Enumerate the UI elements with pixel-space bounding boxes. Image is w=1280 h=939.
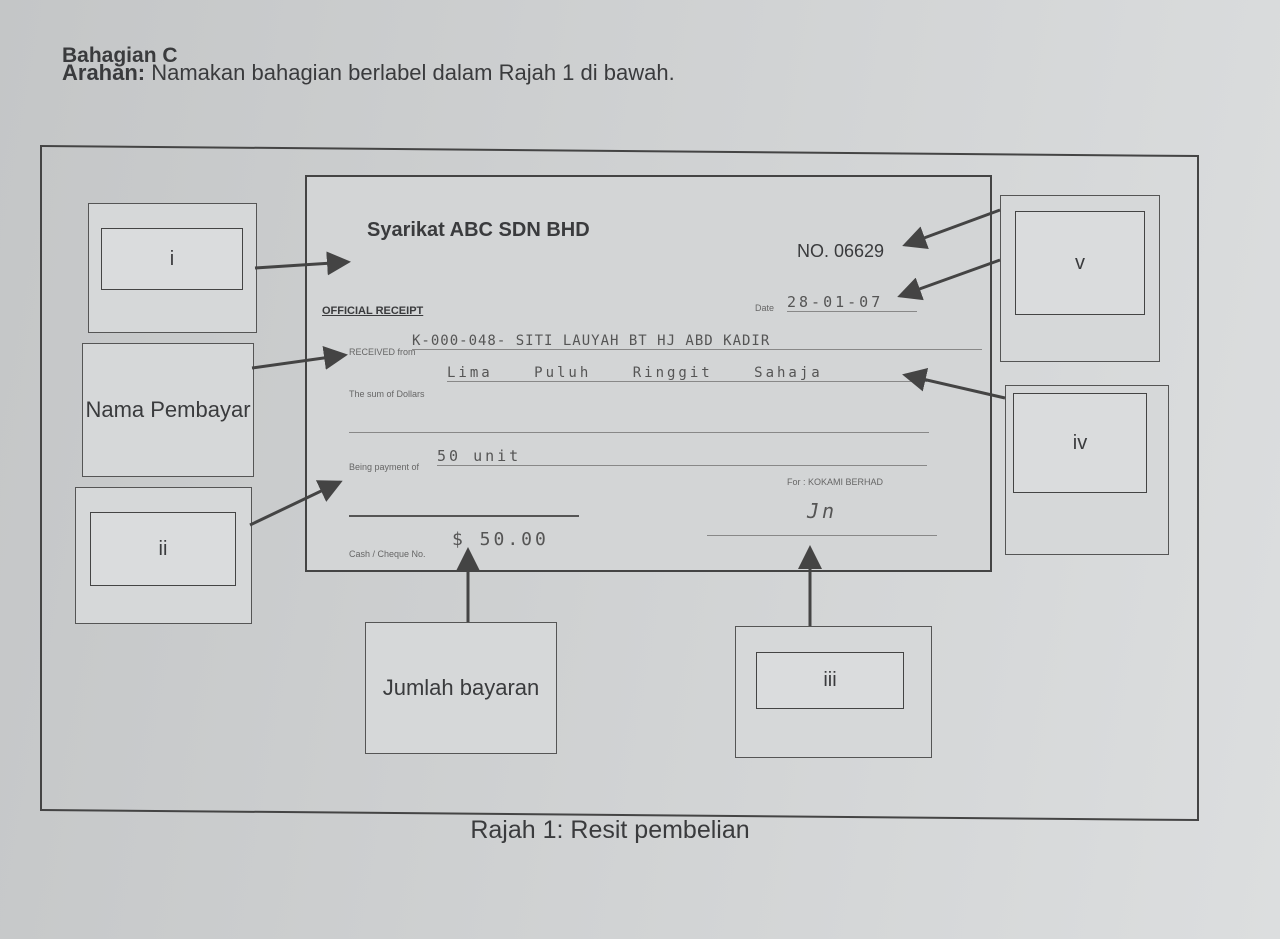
arrow-ii <box>249 480 343 527</box>
answer-box-iii: iii <box>756 652 904 709</box>
arrow-payer <box>251 346 348 370</box>
received-value: K-000-048- SITI LAUYAH BT HJ ABD KADIR <box>412 333 982 350</box>
arrow-date <box>897 258 1001 301</box>
answer-box-ii: ii <box>90 512 236 586</box>
label-box-ii: ii <box>75 487 252 624</box>
date-label: Date <box>755 303 775 313</box>
date-value: 28-01-07 <box>787 293 917 312</box>
answer-box-iv: iv <box>1013 393 1147 493</box>
arrow-iv <box>902 368 1006 400</box>
payment-label: Being payment of <box>349 462 420 472</box>
answer-box-v: v <box>1015 211 1145 315</box>
received-label: RECEIVED from <box>349 347 416 357</box>
instruction: Arahan: Namakan bahagian berlabel dalam … <box>62 60 675 86</box>
figure-caption: Rajah 1: Resit pembelian <box>470 816 750 844</box>
amount-value: $ 50.00 <box>452 529 549 550</box>
section-heading: Bahagian C <box>62 44 178 67</box>
label-box-v: v <box>1000 195 1160 362</box>
answer-box-i: i <box>101 228 243 290</box>
label-box-amount: Jumlah bayaran <box>365 622 557 754</box>
blank-line <box>349 432 929 433</box>
arrow-number <box>902 208 1001 250</box>
cash-label: Cash / Cheque No. <box>349 549 426 559</box>
signature-line <box>707 535 937 536</box>
receipt: Syarikat ABC SDN BHD NO. 06629 OFFICIAL … <box>305 175 992 572</box>
label-box-iv: iv <box>1005 385 1169 555</box>
receipt-number: NO. 06629 <box>797 241 885 261</box>
for-label: For : KOKAMI BERHAD <box>787 477 884 487</box>
label-box-i: i <box>88 203 257 333</box>
label-box-payer: Nama Pembayar <box>82 343 254 477</box>
instruction-label: Arahan: <box>62 60 146 85</box>
instruction-text: Namakan bahagian berlabel dalam Rajah 1 … <box>145 60 675 85</box>
signature-line-left <box>349 515 579 517</box>
receipt-title: OFFICIAL RECEIPT <box>322 305 424 317</box>
sum-label: The sum of Dollars <box>349 389 425 399</box>
arrow-i <box>254 251 351 276</box>
signature: Jn <box>807 499 838 523</box>
sum-value: Lima Puluh Ringgit Sahaja <box>447 365 927 382</box>
label-box-iii: iii <box>735 626 932 758</box>
company-name: Syarikat ABC SDN BHD <box>367 219 590 241</box>
payment-value: 50 unit <box>437 447 927 466</box>
